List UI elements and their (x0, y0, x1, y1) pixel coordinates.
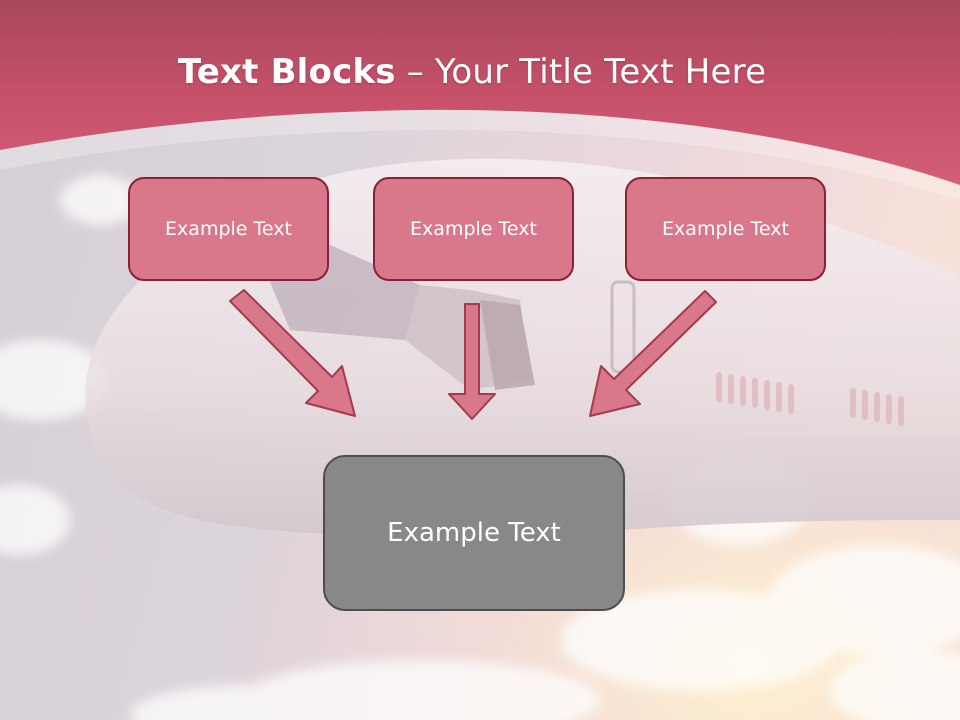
text-block-2[interactable]: Example Text (373, 177, 574, 281)
text-block-1[interactable]: Example Text (128, 177, 329, 281)
target-text-block[interactable]: Example Text (323, 455, 625, 611)
text-block-3[interactable]: Example Text (625, 177, 826, 281)
arrow-left-to-center (229, 289, 356, 417)
title-regular-part: – Your Title Text Here (395, 52, 767, 92)
text-block-1-label: Example Text (165, 218, 292, 240)
slide-title: Text Blocks – Your Title Text Here (0, 52, 944, 92)
arrow-center-down (448, 303, 496, 420)
arrow-right-to-center (589, 290, 717, 417)
title-bold-part: Text Blocks (177, 52, 396, 92)
text-block-2-label: Example Text (410, 218, 537, 240)
text-block-3-label: Example Text (662, 218, 789, 240)
target-text-block-label: Example Text (387, 518, 561, 548)
